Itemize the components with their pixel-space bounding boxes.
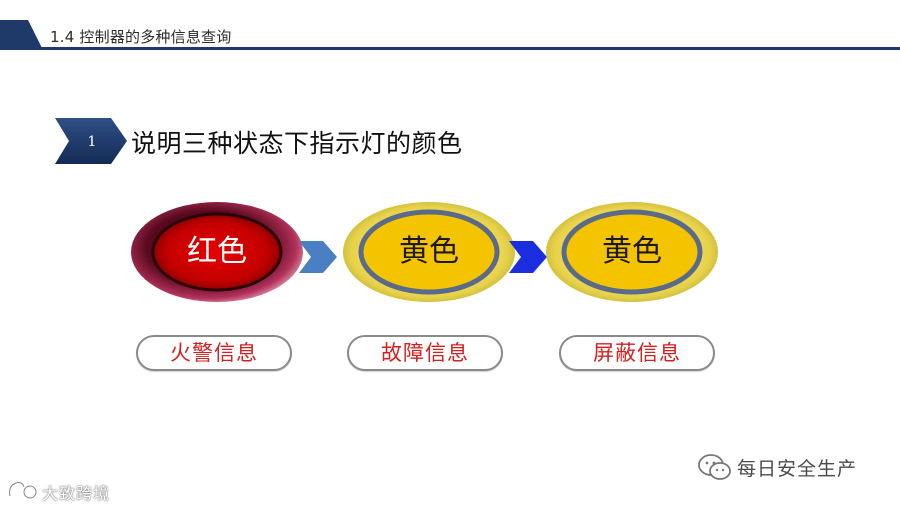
- chevron-right-icon: [299, 241, 337, 273]
- corner-logo-icon: [8, 481, 38, 500]
- header-accent-shape: [0, 20, 42, 48]
- info-pill-fault: 故障信息: [347, 335, 503, 371]
- yellow-indicator-oval-mask: [546, 202, 718, 302]
- section-title: 说明三种状态下指示灯的颜色: [131, 129, 463, 158]
- state-label-yellow-mask: 黄色: [602, 234, 662, 269]
- chevron-right-icon: [509, 241, 547, 273]
- section-number: 1: [87, 134, 97, 150]
- wechat-account-name: 每日安全生产: [737, 458, 858, 480]
- header-divider: [0, 47, 900, 50]
- info-pill-fire: 火警信息: [136, 335, 292, 371]
- yellow-indicator-oval-fault: [343, 202, 515, 302]
- state-label-red: 红色: [187, 234, 247, 269]
- corner-watermark-text: 大致跨境: [42, 484, 111, 503]
- red-indicator-oval: [131, 202, 303, 302]
- wechat-icon: [698, 454, 731, 480]
- state-label-yellow-fault: 黄色: [399, 234, 459, 269]
- section-number-badge: [55, 118, 127, 164]
- info-pill-mask: 屏蔽信息: [559, 335, 715, 371]
- header-title: 1.4 控制器的多种信息查询: [50, 28, 232, 46]
